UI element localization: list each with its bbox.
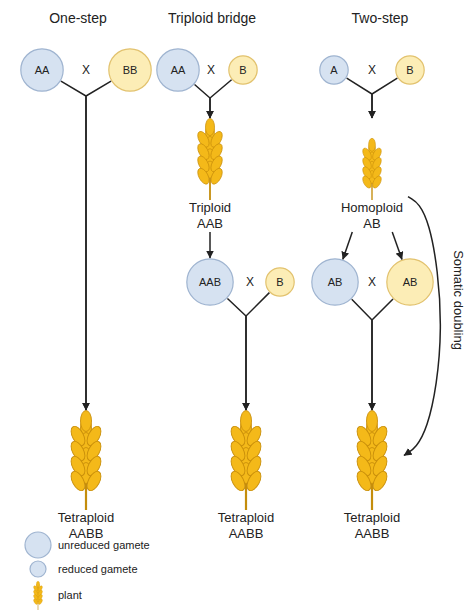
plant-illustration: [336, 118, 408, 200]
arrow-connector: [372, 78, 397, 118]
gamete-circle: B: [228, 55, 258, 85]
genome-label: B: [276, 276, 283, 288]
genome-label: AAB: [199, 276, 221, 288]
plant-label: Triploid: [174, 200, 246, 216]
cross-symbol: X: [82, 63, 90, 77]
cross-symbol: X: [368, 63, 376, 77]
edge-label: Somatic doubling: [451, 250, 466, 350]
plant-label: AABB: [214, 526, 278, 542]
legend-label: unreduced gamete: [58, 539, 150, 551]
gamete-circle: BB: [108, 48, 152, 92]
plant-node: TetraploidAABB: [340, 410, 404, 542]
cross-symbol: X: [368, 275, 376, 289]
plant-node: HomoploidAB: [336, 118, 408, 232]
plant-illustration: [174, 118, 246, 200]
genome-label: B: [239, 64, 246, 76]
gamete-circle: B: [395, 55, 425, 85]
plant-label: Tetraploid: [54, 510, 118, 526]
arrow-connector: [246, 293, 269, 410]
plant-label: AABB: [340, 526, 404, 542]
gamete-circle: B: [265, 267, 295, 297]
plant-illustration: [54, 410, 118, 510]
column-heading: One-step: [49, 10, 107, 26]
arrow-connector: [86, 81, 111, 410]
legend-label: plant: [58, 589, 82, 601]
column-heading: Triploid bridge: [168, 10, 256, 26]
plant-label: Tetraploid: [340, 510, 404, 526]
legend-swatch: [24, 531, 52, 559]
arrow-connector: [392, 232, 402, 259]
cross-symbol: X: [207, 63, 215, 77]
plant-node: TriploidAAB: [174, 118, 246, 232]
plant-label: Tetraploid: [214, 510, 278, 526]
legend-swatch: [26, 580, 50, 610]
arrow-connector: [404, 197, 440, 456]
genome-label: AB: [403, 276, 418, 288]
arrow-connector: [352, 299, 372, 410]
genome-label: BB: [123, 64, 138, 76]
plant-node: TetraploidAABB: [54, 410, 118, 542]
gamete-circle: A: [319, 55, 349, 85]
cross-symbol: X: [246, 275, 254, 289]
plant-label: Homoploid: [336, 200, 408, 216]
arrow-connector: [209, 232, 211, 258]
genome-label: AA: [35, 64, 50, 76]
gamete-circle: AB: [311, 258, 359, 306]
arrow-connector: [227, 298, 246, 410]
gamete-circle: AA: [20, 48, 64, 92]
plant-illustration: [214, 410, 278, 510]
arrow-connector: [61, 81, 86, 410]
legend-swatch: [29, 560, 47, 578]
genome-label: AB: [328, 276, 343, 288]
plant-label: AAB: [174, 216, 246, 232]
genome-label: A: [330, 64, 337, 76]
legend-label: reduced gamete: [58, 563, 138, 575]
arrow-connector: [195, 84, 210, 118]
arrow-connector: [372, 299, 393, 410]
genome-label: AA: [171, 64, 186, 76]
column-heading: Two-step: [352, 10, 409, 26]
plant-illustration: [340, 410, 404, 510]
arrow-connector: [343, 232, 352, 259]
gamete-circle: AB: [386, 258, 434, 306]
plant-node: TetraploidAABB: [214, 410, 278, 542]
plant-label: AB: [336, 216, 408, 232]
genome-label: B: [406, 64, 413, 76]
arrow-connector: [347, 78, 372, 118]
gamete-circle: AA: [156, 48, 200, 92]
arrow-connector: [210, 80, 232, 118]
gamete-circle: AAB: [186, 258, 234, 306]
